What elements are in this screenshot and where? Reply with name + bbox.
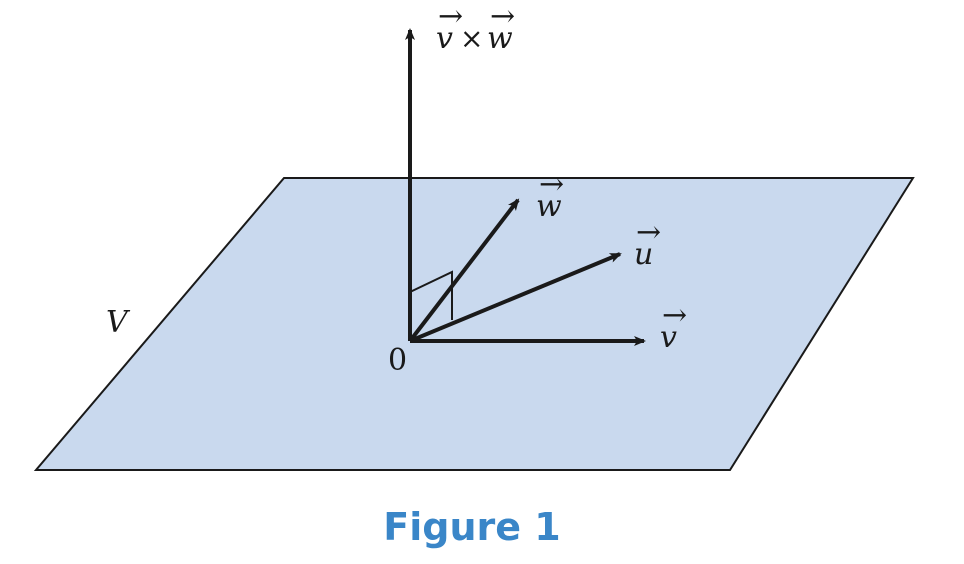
label-v-cross-w-times: × [460,22,483,55]
figure-caption: Figure 1 [383,505,560,549]
label-v-cross-w-letter-a: v [436,21,453,56]
vector-w [408,198,520,343]
label-v-letter: v [660,320,677,355]
plane-label: V [106,305,131,340]
vector-u [409,252,622,343]
label-u: → u [634,215,661,272]
label-w: → w [536,167,564,224]
label-u-letter: u [634,237,653,272]
right-angle-marker [409,270,453,320]
label-v: → v [660,298,687,355]
label-v-cross-w-letter-b: w [487,21,513,56]
label-w-arrow: → [539,167,564,202]
label-v-cross-w-arrow-b: → [490,0,515,34]
origin-label: 0 [388,343,407,378]
label-w-letter: w [536,189,562,224]
label-v-arrow: → [662,298,687,333]
plane-v [33,177,915,471]
label-v-cross-w-arrow-a: → [438,0,463,34]
label-u-arrow: → [636,215,661,250]
label-v-cross-w: → v × → w [436,0,515,56]
